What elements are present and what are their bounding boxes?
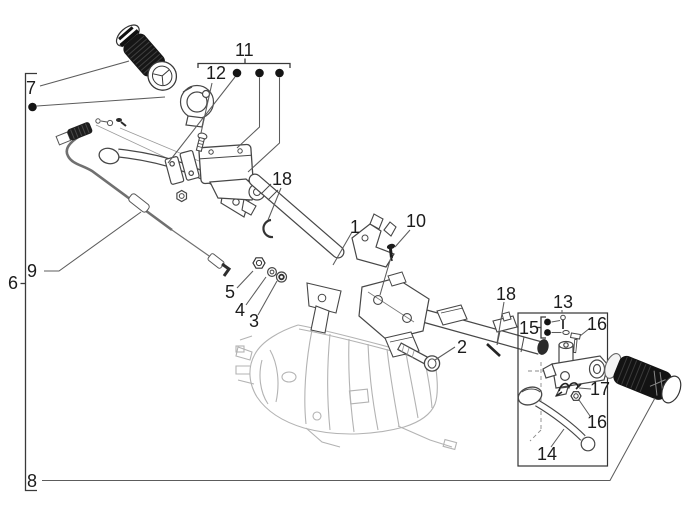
- leader-16-upper: [579, 327, 591, 337]
- leader-12: [200, 82, 213, 134]
- nut-drawing: [176, 189, 188, 203]
- leader-9: [44, 211, 142, 272]
- handlebar-drawing: [248, 173, 549, 372]
- lever-holder-drawing: [542, 340, 609, 397]
- master-cylinder-drawing: [164, 132, 266, 203]
- callout-label-17: 17: [590, 379, 611, 399]
- rear-brake-lever-14-drawing: [517, 386, 596, 452]
- bullet-15-2: [544, 329, 551, 336]
- bolt-2-drawing: [396, 342, 441, 372]
- washer-3-drawing: [275, 271, 288, 283]
- leader-8: [42, 397, 656, 482]
- nut-5-drawing: [252, 257, 266, 269]
- callout-label-6: 6: [8, 273, 19, 293]
- pin-15-drawing: [560, 314, 566, 329]
- callout-label-7: 7: [26, 78, 37, 98]
- leader-16-lower: [578, 399, 591, 417]
- leader-7: [39, 60, 130, 87]
- callout-label-5: 5: [225, 282, 236, 302]
- bullet-15-1: [544, 318, 551, 326]
- bracket-11: [197, 62, 291, 68]
- reference-brackets: [20, 58, 546, 492]
- callout-label-9: 9: [27, 261, 38, 281]
- leader-2: [434, 346, 456, 361]
- callout-label-10: 10: [406, 211, 427, 231]
- group-13-box: [517, 312, 609, 467]
- bullet-11-2: [255, 68, 264, 78]
- throttle-cable-drawing: [55, 118, 232, 277]
- leader-18-top: [267, 187, 282, 221]
- leader-lines: [36, 60, 656, 482]
- leader-11-1: [167, 76, 236, 164]
- callout-label-12: 12: [206, 63, 227, 83]
- left-grip-drawing: [115, 24, 215, 128]
- leader-14: [550, 428, 565, 448]
- bracket-left-6: [24, 72, 37, 492]
- leader-7-sub: [36, 96, 166, 107]
- right-lever-assembly-drawing: [517, 314, 609, 452]
- bullet-markers: [28, 68, 551, 336]
- leader-10-sub: [379, 256, 392, 296]
- circlip-18-drawing: [262, 218, 274, 239]
- callout-label-3: 3: [249, 311, 260, 331]
- washer-4-drawing: [267, 267, 278, 278]
- leader-5: [236, 270, 254, 289]
- callout-label-11: 11: [235, 40, 254, 60]
- callout-label-2: 2: [457, 337, 468, 357]
- callout-label-15: 15: [519, 318, 540, 338]
- washer-15-drawing: [562, 330, 570, 335]
- callout-label-16-lower: 16: [587, 412, 608, 432]
- leader-15-1: [551, 319, 561, 323]
- callout-label-18-top: 18: [272, 169, 293, 189]
- spring-17-drawing: [555, 382, 582, 397]
- bullet-7: [28, 102, 37, 112]
- callout-label-18-right: 18: [496, 284, 517, 304]
- screw-10-drawing: [386, 243, 396, 262]
- leader-17: [578, 387, 592, 390]
- callout-label-13: 13: [553, 292, 574, 312]
- callout-label-14: 14: [537, 444, 558, 464]
- pin-18-drawing: [486, 343, 501, 357]
- callout-label-4: 4: [235, 300, 246, 320]
- bolt-16-upper-drawing: [569, 332, 582, 354]
- callout-label-16-upper: 16: [587, 314, 608, 334]
- throttle-housing-drawing: [179, 84, 215, 128]
- handlebar-cover-drawing: [235, 324, 458, 451]
- leader-11-2: [236, 77, 261, 149]
- leader-1: [332, 231, 353, 266]
- leader-4: [245, 276, 267, 306]
- bullet-11-1: [232, 68, 242, 78]
- callout-label-8: 8: [27, 471, 38, 491]
- bullet-11-3: [275, 68, 284, 78]
- screw-12-drawing: [195, 132, 208, 153]
- callout-label-1: 1: [350, 217, 361, 237]
- right-grip-drawing: [604, 353, 682, 404]
- leader-18-right: [496, 301, 505, 344]
- leader-3: [257, 280, 278, 316]
- leader-11-3: [247, 77, 281, 173]
- leader-10: [394, 229, 411, 248]
- nut-16-lower-drawing: [570, 391, 582, 401]
